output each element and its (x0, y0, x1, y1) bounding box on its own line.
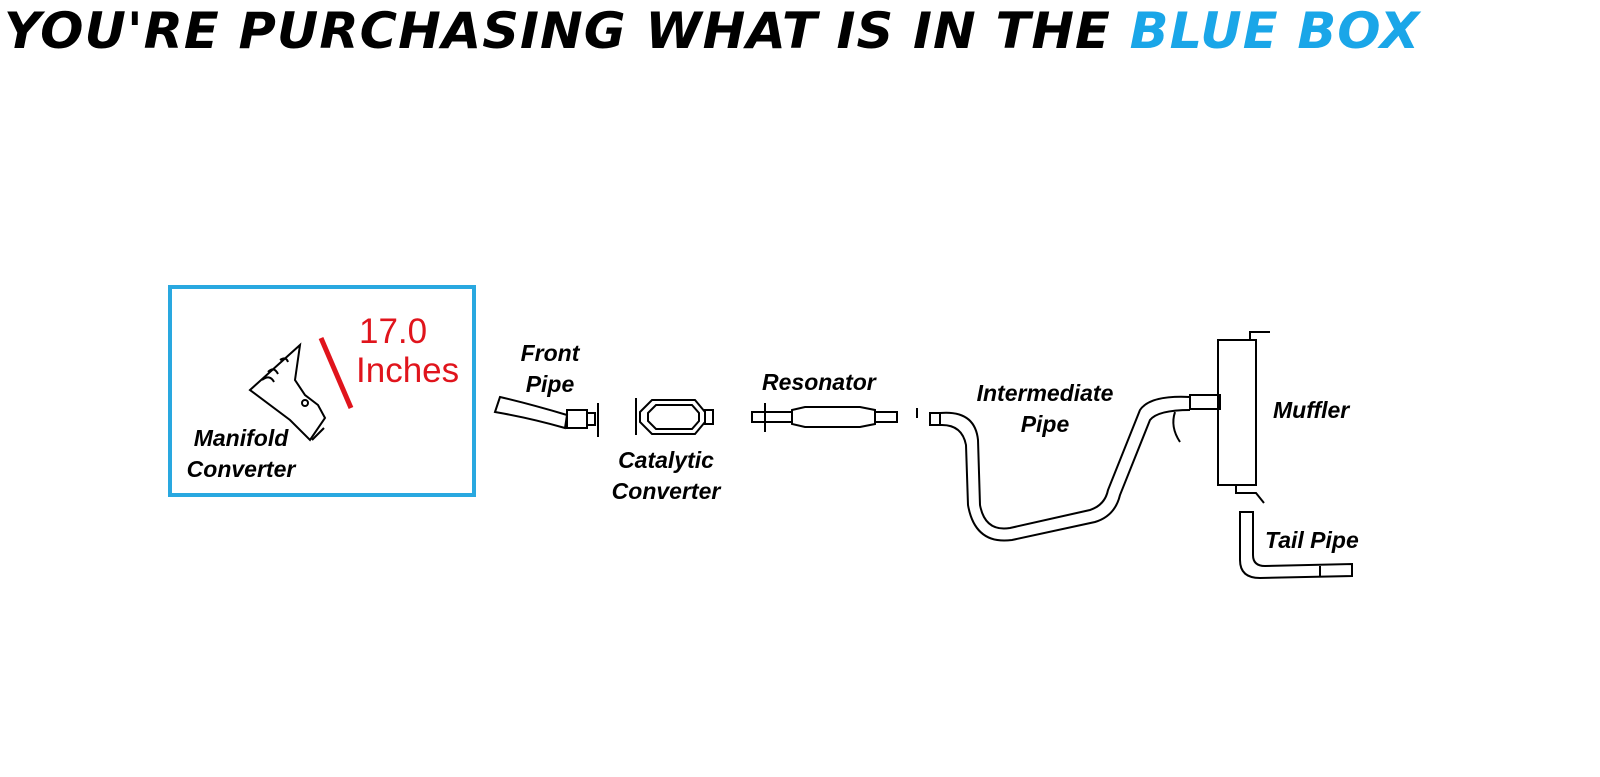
manifold-converter-drawing (248, 342, 327, 442)
tail-pipe-drawing (1239, 511, 1353, 580)
selected-part-box (168, 285, 476, 497)
intermediate-pipe-drawing (929, 394, 1221, 542)
label-resonator: Resonator (762, 369, 876, 395)
catalytic-converter-drawing (635, 398, 714, 435)
label-line: Converter (186, 456, 296, 482)
label-line: Manifold (193, 425, 289, 451)
label-line: Catalytic (618, 447, 714, 473)
front-pipe-drawing (493, 395, 599, 437)
measurement-line (318, 337, 354, 409)
label-line: Pipe (1020, 411, 1070, 437)
measurement-value: 17.0 (359, 312, 428, 351)
measurement-unit: Inches (356, 351, 460, 390)
title-highlight: BLUE BOX (1129, 2, 1421, 60)
label-intermediate-pipe: Intermediate Pipe (960, 378, 1130, 440)
muffler-drawing (1217, 331, 1270, 504)
label-manifold-converter: Manifold Converter (172, 423, 310, 485)
label-tail-pipe: Tail Pipe (1265, 527, 1359, 553)
label-muffler: Muffler (1273, 397, 1350, 423)
label-front-pipe: Front Pipe (505, 338, 595, 400)
page-title: YOU'RE PURCHASING WHAT IS IN THE BLUE BO… (4, 2, 1595, 62)
label-line: Front (520, 340, 580, 366)
resonator-drawing (751, 403, 918, 432)
label-line: Intermediate (976, 380, 1114, 406)
title-text: YOU'RE PURCHASING WHAT IS IN THE (4, 2, 1130, 60)
label-catalytic-converter: Catalytic Converter (598, 445, 734, 507)
label-line: Pipe (525, 371, 575, 397)
label-line: Converter (611, 478, 721, 504)
